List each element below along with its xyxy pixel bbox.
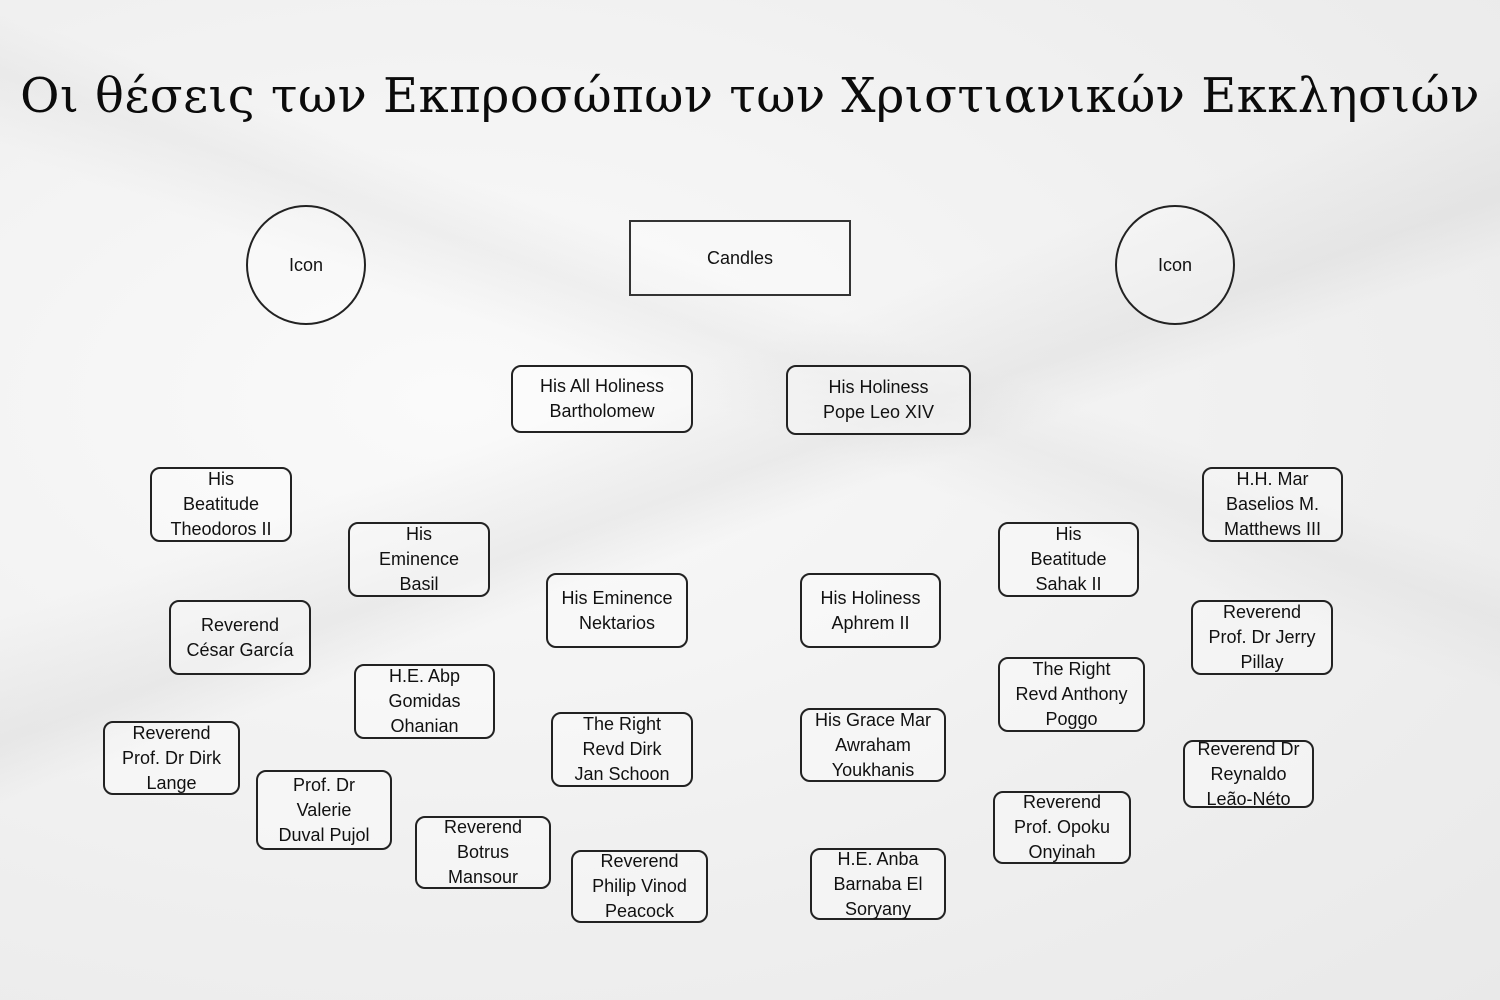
seat-name-line: His Holiness — [828, 377, 929, 397]
seat-name-line: Prof. Dr Jerry — [1208, 627, 1316, 647]
seat-name-line: Philip Vinod — [592, 876, 687, 896]
seat-name-line: Reverend Dr — [1197, 738, 1300, 759]
seat-name-line: Eminence — [378, 549, 460, 569]
seat-name-line: His Grace Mar — [814, 709, 931, 730]
seat-name-line: Barnaba El — [833, 873, 923, 894]
seat-name-line: Prof. Dr — [292, 774, 355, 795]
seat-name-line: Peacock — [604, 901, 675, 921]
candles-label: Candles — [706, 247, 774, 268]
seat-name-line: Sahak II — [1035, 574, 1102, 594]
icon-left: Icon — [246, 205, 366, 325]
seat-name-line: Jan Schoon — [574, 764, 670, 784]
seat-name-line: His All Holiness — [539, 376, 665, 396]
seat-name-line: H.E. Anba — [837, 848, 919, 869]
seat-name-line: The Right — [582, 714, 662, 734]
seat-name-line: Beatitude — [182, 494, 260, 514]
seat-name-line: His — [1055, 524, 1082, 544]
seat-name-line: Basil — [399, 574, 439, 594]
icon-right-label: Icon — [1157, 254, 1193, 275]
seat-name-line: Revd Anthony — [1015, 684, 1128, 704]
seat-name-line: Lange — [146, 772, 197, 793]
seat-name-line: Reverend — [132, 722, 211, 743]
seat-name-line: Reverend — [600, 851, 679, 871]
seat-name-line: Reverend — [443, 817, 523, 837]
seat-name-line: Revd Dirk — [582, 739, 662, 759]
seat-name-line: Prof. Opoku — [1013, 817, 1111, 837]
seat-name-line: Baselios M. — [1225, 494, 1320, 514]
seat-name-line: Poggo — [1045, 709, 1098, 729]
seat-name-line: Valerie — [296, 799, 352, 820]
seat-name-line: Theodoros II — [170, 519, 272, 539]
seat-name-line: Aphrem II — [831, 612, 910, 633]
seat-name-line: Leão-Néto — [1206, 788, 1291, 809]
seat-name-line: Reynaldo — [1210, 763, 1287, 784]
seat-name-line: Awraham — [835, 734, 911, 755]
seat-name-line: Ohanian — [390, 716, 459, 736]
seat-name-line: Pope Leo XIV — [822, 402, 935, 422]
seat-name-line: Matthews III — [1223, 519, 1322, 539]
seat-name-line: Gomidas — [388, 691, 461, 711]
seat-name-line: Bartholomew — [549, 401, 655, 421]
seat-name-line: H.H. Mar — [1236, 469, 1309, 489]
seat-name-line: Beatitude — [1030, 549, 1107, 569]
seat-name-line: H.E. Abp — [388, 666, 461, 686]
seat-name-line: César García — [186, 639, 294, 660]
seat-name-line: Onyinah — [1028, 842, 1096, 862]
seat-name-line: His — [406, 524, 432, 544]
icon-right: Icon — [1115, 205, 1235, 325]
seat-name-line: His — [208, 469, 234, 489]
seat-name-line: Reverend — [200, 614, 280, 635]
seat-name-line: Soryany — [844, 898, 912, 919]
seat-name-line: His Eminence — [561, 587, 673, 608]
seat-name-line: Reverend — [1022, 792, 1102, 812]
seat-name-line: His Holiness — [820, 587, 921, 608]
candles: Candles — [629, 220, 851, 296]
seat-name-line: Pillay — [1240, 652, 1284, 672]
icon-left-label: Icon — [288, 254, 324, 275]
seat-name-line: Prof. Dr Dirk — [122, 747, 221, 768]
seat-name-line: Mansour — [447, 867, 519, 887]
seat-name-line: Youkhanis — [831, 759, 915, 780]
seat-name-line: Botrus — [456, 842, 510, 862]
seat-name-line: Reverend — [1222, 602, 1302, 622]
diagram-title: Οι θέσεις των Εκπροσώπων των Χριστιανικώ… — [20, 68, 1480, 124]
seat-name-line: Duval Pujol — [278, 824, 370, 845]
seat-name-line: The Right — [1032, 659, 1111, 679]
seat-name-line: Nektarios — [578, 612, 656, 633]
